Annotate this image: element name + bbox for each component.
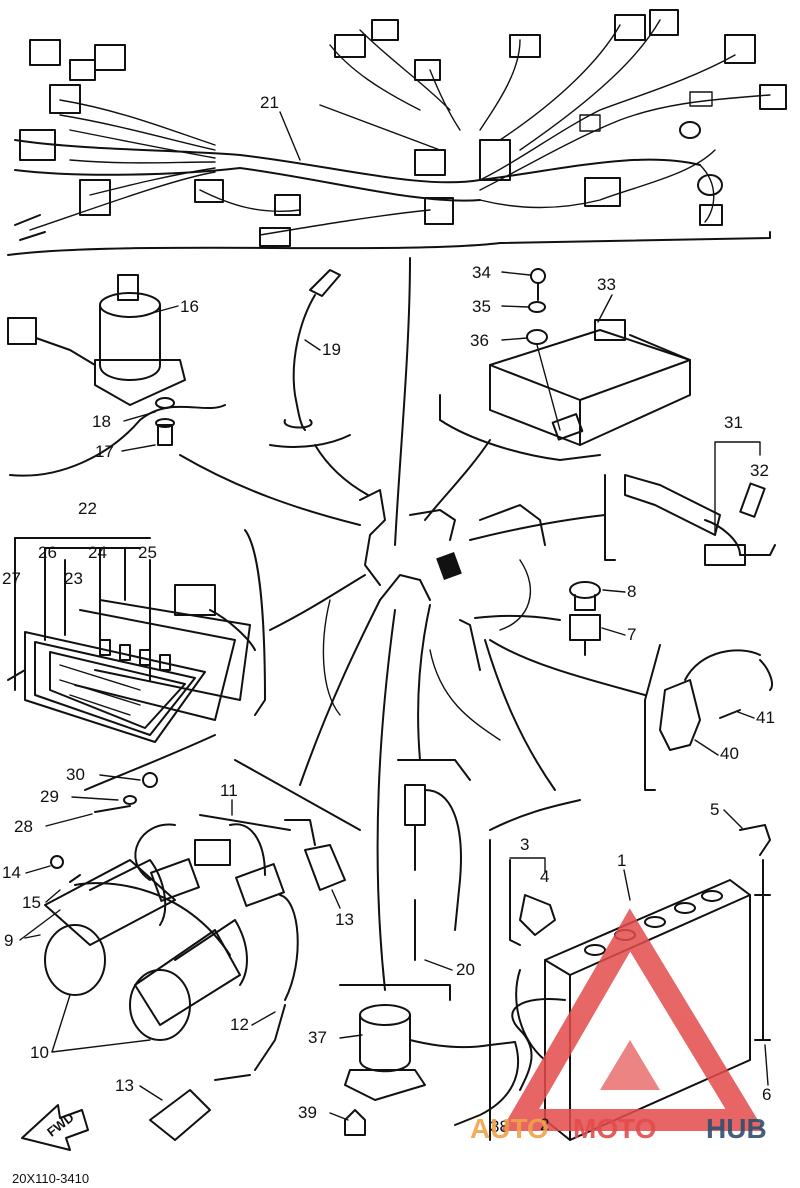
callout-7: 7 (627, 625, 636, 644)
forward-arrow-icon: FWD (21, 1104, 89, 1151)
callout-22: 22 (78, 499, 97, 518)
diagram-code: 20X110-3410 (12, 1171, 89, 1186)
callout-29: 29 (40, 787, 59, 806)
callout-4: 4 (540, 867, 549, 886)
part-40-sensor (644, 644, 773, 791)
ignition-coils (24, 759, 361, 1141)
callout-30: 30 (66, 765, 85, 784)
callout-37: 37 (308, 1028, 327, 1047)
callout-18: 18 (92, 412, 111, 431)
callout-24: 24 (88, 543, 107, 562)
callout-20: 20 (456, 960, 475, 979)
part-19-switch (269, 269, 351, 448)
callout-19: 19 (322, 340, 341, 359)
callout-10: 10 (30, 1043, 49, 1062)
watermark-logo (500, 908, 765, 1131)
callout-41: 41 (756, 708, 775, 727)
callout-32: 32 (750, 461, 769, 480)
callout-28: 28 (14, 817, 33, 836)
callout-1: 1 (617, 851, 626, 870)
watermark-text: AUTO MOTO HUB (470, 1113, 767, 1144)
part-37-sender (339, 984, 520, 1136)
callout-36: 36 (470, 331, 489, 350)
watermark-part3: HUB (706, 1113, 767, 1144)
callout-5: 5 (710, 800, 719, 819)
part-20-switch (397, 759, 471, 961)
neutral-switch-7 (569, 581, 601, 656)
callout-23: 23 (64, 569, 83, 588)
callout-labels: 21 16 18 17 19 34 35 36 33 31 32 22 26 2… (2, 93, 775, 1136)
callout-14: 14 (2, 863, 21, 882)
tail-light-assembly (7, 529, 266, 813)
central-bracket (322, 489, 546, 741)
callout-15: 15 (22, 893, 41, 912)
callout-8: 8 (627, 582, 636, 601)
ignitor-unit-33 (439, 268, 691, 461)
callout-2: 2 (540, 1115, 549, 1134)
callout-16: 16 (180, 297, 199, 316)
ignition-switch (7, 274, 226, 477)
callout-13-lower: 13 (115, 1076, 134, 1095)
callout-34: 34 (472, 263, 491, 282)
callout-26: 26 (38, 543, 57, 562)
resistor-31 (604, 474, 776, 566)
callout-3: 3 (520, 835, 529, 854)
callout-35: 35 (472, 297, 491, 316)
callout-6: 6 (762, 1085, 771, 1104)
callout-21: 21 (260, 93, 279, 112)
wire-harness-21 (7, 9, 787, 256)
callout-31: 31 (724, 413, 743, 432)
callout-39: 39 (298, 1103, 317, 1122)
leader-lines (179, 257, 646, 991)
watermark-part2: MOTO (573, 1113, 656, 1144)
callout-27: 27 (2, 569, 21, 588)
callout-12: 12 (230, 1015, 249, 1034)
callout-33: 33 (597, 275, 616, 294)
callout-11: 11 (220, 781, 238, 800)
watermark-part1: AUTO (470, 1113, 549, 1144)
callout-38: 38 (490, 1117, 509, 1136)
callout-17: 17 (95, 442, 114, 461)
callout-leaders (19, 111, 769, 1121)
callout-25: 25 (138, 543, 157, 562)
callout-13-upper: 13 (335, 910, 354, 929)
callout-40: 40 (720, 744, 739, 763)
callout-9: 9 (4, 931, 13, 950)
